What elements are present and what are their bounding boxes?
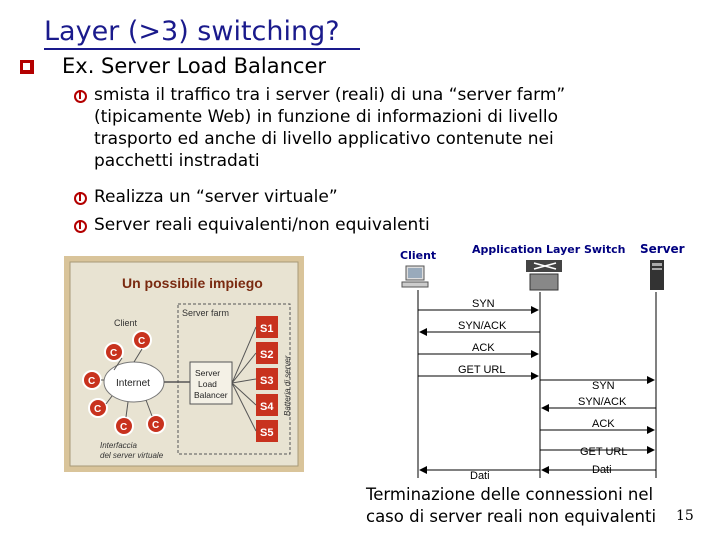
subbullet-1-line: (tipicamente Web) in funzione di informa… [94, 107, 558, 127]
client-node-label: C [94, 404, 101, 415]
sequence-diagram: SYN SYN/ACK ACK GET URL Dati SYN SYN/ACK… [401, 260, 664, 482]
link-line [133, 348, 143, 363]
msg-label: ACK [472, 342, 495, 354]
caption-line: caso di server reali non equivalenti [366, 507, 657, 526]
seq-client-label: Client [400, 249, 437, 262]
server-label: S3 [260, 375, 273, 387]
seq-server-label: Server [640, 242, 685, 256]
balancer-line: Load [198, 379, 217, 389]
server-label: S4 [260, 401, 274, 413]
msg-label: GET URL [580, 446, 627, 458]
server-s1 [256, 316, 278, 338]
link-line [231, 352, 257, 384]
bottom-caption: Terminazione delle connessioni nel caso … [366, 484, 656, 528]
seq-switch-label: Application Layer Switch [472, 243, 626, 256]
server-s2 [256, 342, 278, 364]
client-node-icon [146, 414, 166, 434]
link-line [105, 395, 113, 405]
server-farm-box [177, 303, 291, 455]
server-s4 [256, 394, 278, 416]
page-number: 15 [676, 508, 694, 524]
server-label: S2 [260, 349, 273, 361]
slide-title: Layer (>3) switching? [44, 16, 340, 47]
interface-line: del server virtuale [100, 451, 164, 460]
link-line [231, 326, 257, 384]
client-node-label: C [110, 348, 117, 359]
client-node-icon [114, 416, 134, 436]
link-line [125, 401, 129, 418]
server-stack: S1 S2 S3 S4 S5 [256, 316, 278, 442]
m-bullet-icon [74, 192, 87, 205]
client-node-label: C [152, 420, 159, 431]
square-bullet-icon [20, 60, 34, 74]
subbullet-2: Realizza un “server virtuale” [94, 187, 338, 207]
client-node-label: C [138, 336, 145, 347]
server-label: S1 [260, 323, 273, 335]
m-bullet-icon [74, 220, 87, 233]
client-nodes: C C C C C C [82, 330, 166, 436]
client-node-icon [104, 342, 124, 362]
interface-line: Interfaccia [100, 441, 137, 450]
link-line [145, 399, 153, 417]
photo-client-label: Client [114, 318, 138, 328]
balancer-line: Balancer [194, 390, 228, 400]
link-line [231, 378, 257, 384]
switch-icon [526, 260, 562, 291]
msg-label: Dati [592, 464, 612, 476]
link-line [231, 382, 257, 432]
load-balancer-photo: Un possibile impiego Server farm Client … [64, 256, 304, 472]
subbullet-1-line: smista il traffico tra i server (reali) … [94, 85, 566, 105]
server-s5 [256, 420, 278, 442]
client-node-label: C [120, 422, 127, 433]
link-line [231, 382, 257, 406]
client-node-label: C [88, 376, 95, 387]
client-computer-icon [401, 265, 429, 288]
bullet-text: Ex. Server Load Balancer [62, 54, 327, 78]
server-tower-icon [650, 260, 664, 290]
subbullet-1: smista il traffico tra i server (reali) … [94, 84, 654, 172]
battery-label: Batteria di server [283, 355, 292, 416]
m-bullet-icon [74, 90, 87, 103]
subbullet-1-line: pacchetti instradati [94, 151, 260, 171]
subbullet-3: Server reali equivalenti/non equivalenti [94, 215, 430, 235]
msg-label: SYN [592, 380, 615, 392]
msg-label: SYN [472, 298, 495, 310]
balancer-line: Server [195, 368, 220, 378]
server-s3 [256, 368, 278, 390]
link-line [113, 357, 123, 371]
msg-label: Dati [470, 470, 490, 482]
client-node-icon [88, 398, 108, 418]
server-farm-label: Server farm [182, 308, 229, 318]
msg-label: SYN/ACK [458, 320, 507, 332]
subbullet-1-line: trasporto ed anche di livello applicativ… [94, 129, 554, 149]
title-underline [44, 48, 360, 50]
msg-label: SYN/ACK [578, 396, 627, 408]
photo-heading: Un possibile impiego [122, 275, 263, 291]
caption-line: Terminazione delle connessioni nel [366, 485, 654, 504]
msg-label: GET URL [458, 364, 505, 376]
msg-label: ACK [592, 418, 615, 430]
balancer-box [189, 361, 233, 405]
server-label: S5 [260, 427, 273, 439]
internet-label: Internet [116, 378, 150, 389]
